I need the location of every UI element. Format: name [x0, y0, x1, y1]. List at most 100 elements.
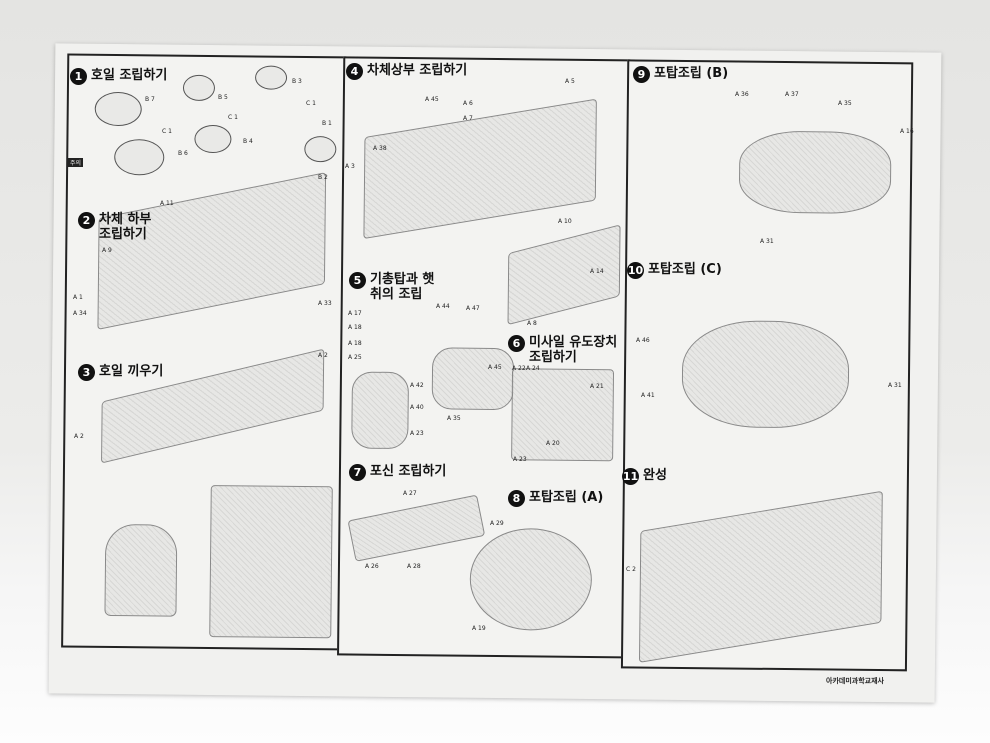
- step-number: 10: [627, 262, 644, 279]
- wheel-sketch: [182, 74, 216, 102]
- part-label: A 23: [513, 456, 527, 463]
- wheel-sketch: [254, 65, 288, 90]
- step-title: 완성: [643, 468, 667, 483]
- step-number: 6: [508, 335, 525, 352]
- part-label: A 7: [463, 115, 473, 122]
- step-title: 차체 하부 조립하기: [99, 212, 152, 242]
- step-title: 호일 조립하기: [91, 68, 168, 83]
- part-label: A 22: [512, 365, 526, 372]
- step-title: 차체상부 조립하기: [367, 63, 468, 78]
- part-label: A 19: [472, 625, 486, 632]
- part-label: A 36: [735, 91, 749, 98]
- part-label: A 24: [526, 365, 540, 372]
- part-label: A 46: [636, 337, 650, 344]
- step-number: 11: [622, 468, 639, 485]
- part-label: B 3: [292, 78, 302, 85]
- hatch-sketch: [431, 347, 515, 411]
- part-label: B 5: [218, 94, 228, 101]
- part-label: A 23: [410, 430, 424, 437]
- part-label: A 45: [488, 364, 502, 371]
- part-label: A 47: [466, 305, 480, 312]
- part-label: A 27: [403, 490, 417, 497]
- step-title: 포탑조립 (C): [648, 262, 722, 277]
- part-label: A 42: [410, 382, 424, 389]
- part-label: A 35: [838, 100, 852, 107]
- part-label: A 16: [900, 128, 914, 135]
- part-label: A 18: [348, 340, 362, 347]
- part-label: A 1: [73, 294, 83, 301]
- warning-label: 주의: [68, 158, 84, 167]
- part-label: A 31: [888, 382, 902, 389]
- part-label: A 29: [490, 520, 504, 527]
- part-label: A 10: [558, 218, 572, 225]
- part-label: A 17: [348, 310, 362, 317]
- step-number: 3: [78, 364, 95, 381]
- part-label: B 7: [145, 96, 155, 103]
- step-title: 포탑조립 (B): [654, 66, 729, 81]
- wheel-sketch: [194, 124, 232, 154]
- step-title: 포신 조립하기: [370, 464, 447, 479]
- wheel-sketch: [304, 135, 337, 163]
- part-label: A 18: [348, 324, 362, 331]
- part-label: A 11: [160, 200, 174, 207]
- step-7-title: 7 포신 조립하기: [349, 464, 446, 481]
- part-label: A 44: [436, 303, 450, 310]
- part-label: A 40: [410, 404, 424, 411]
- part-label: C 1: [228, 114, 238, 121]
- publisher-footer: 아카데미과학교재사: [826, 677, 884, 685]
- part-label: C 1: [162, 128, 172, 135]
- step-11-title: 11 완성: [622, 468, 667, 485]
- step-9-title: 9 포탑조립 (B): [633, 66, 728, 83]
- part-label: A 35: [447, 415, 461, 422]
- part-label: A 31: [760, 238, 774, 245]
- part-label: A 21: [590, 383, 604, 390]
- wheel-sketch: [114, 139, 165, 176]
- step-number: 7: [349, 464, 366, 481]
- step-number: 1: [70, 68, 87, 85]
- part-label: B 1: [322, 120, 332, 127]
- part-label: A 2: [74, 433, 84, 440]
- step-title: 기총탑과 햇취의 조립: [370, 272, 435, 302]
- step-3-title: 3 호일 끼우기: [78, 364, 163, 381]
- turret-c-sketch: [681, 319, 850, 429]
- step-title: 호일 끼우기: [99, 364, 164, 379]
- part-label: A 37: [785, 91, 799, 98]
- track-detail-sketch: [209, 485, 333, 639]
- step-title: 포탑조립 (A): [529, 490, 604, 505]
- step-number: 8: [508, 490, 525, 507]
- turret-a-sketch: [469, 527, 593, 632]
- part-label: A 6: [463, 100, 473, 107]
- step-4-title: 4 차체상부 조립하기: [346, 63, 467, 80]
- part-label: A 2: [318, 352, 328, 359]
- cupola-sketch: [351, 371, 410, 450]
- part-label: A 20: [546, 440, 560, 447]
- part-label: A 38: [373, 145, 387, 152]
- step-number: 2: [78, 212, 95, 229]
- step-1-title: 1 호일 조립하기: [70, 68, 167, 85]
- instruction-sheet: [48, 43, 942, 703]
- part-label: B 6: [178, 150, 188, 157]
- turret-b-sketch: [738, 130, 892, 215]
- part-label: A 28: [407, 563, 421, 570]
- part-label: B 2: [318, 174, 328, 181]
- part-label: A 45: [425, 96, 439, 103]
- part-label: A 34: [73, 310, 87, 317]
- step-number: 5: [349, 272, 366, 289]
- part-label: A 26: [365, 563, 379, 570]
- step-8-title: 8 포탑조립 (A): [508, 490, 603, 507]
- step-number: 9: [633, 66, 650, 83]
- part-label: A 9: [102, 247, 112, 254]
- part-label: C 1: [306, 100, 316, 107]
- part-label: A 14: [590, 268, 604, 275]
- wheel-sketch: [94, 91, 142, 127]
- part-label: A 8: [527, 320, 537, 327]
- part-label: A 3: [345, 163, 355, 170]
- step-10-title: 10 포탑조립 (C): [627, 262, 722, 279]
- part-label: A 41: [641, 392, 655, 399]
- part-label: A 33: [318, 300, 332, 307]
- part-label: A 25: [348, 354, 362, 361]
- step-number: 4: [346, 63, 363, 80]
- figure-sketch: [104, 523, 178, 617]
